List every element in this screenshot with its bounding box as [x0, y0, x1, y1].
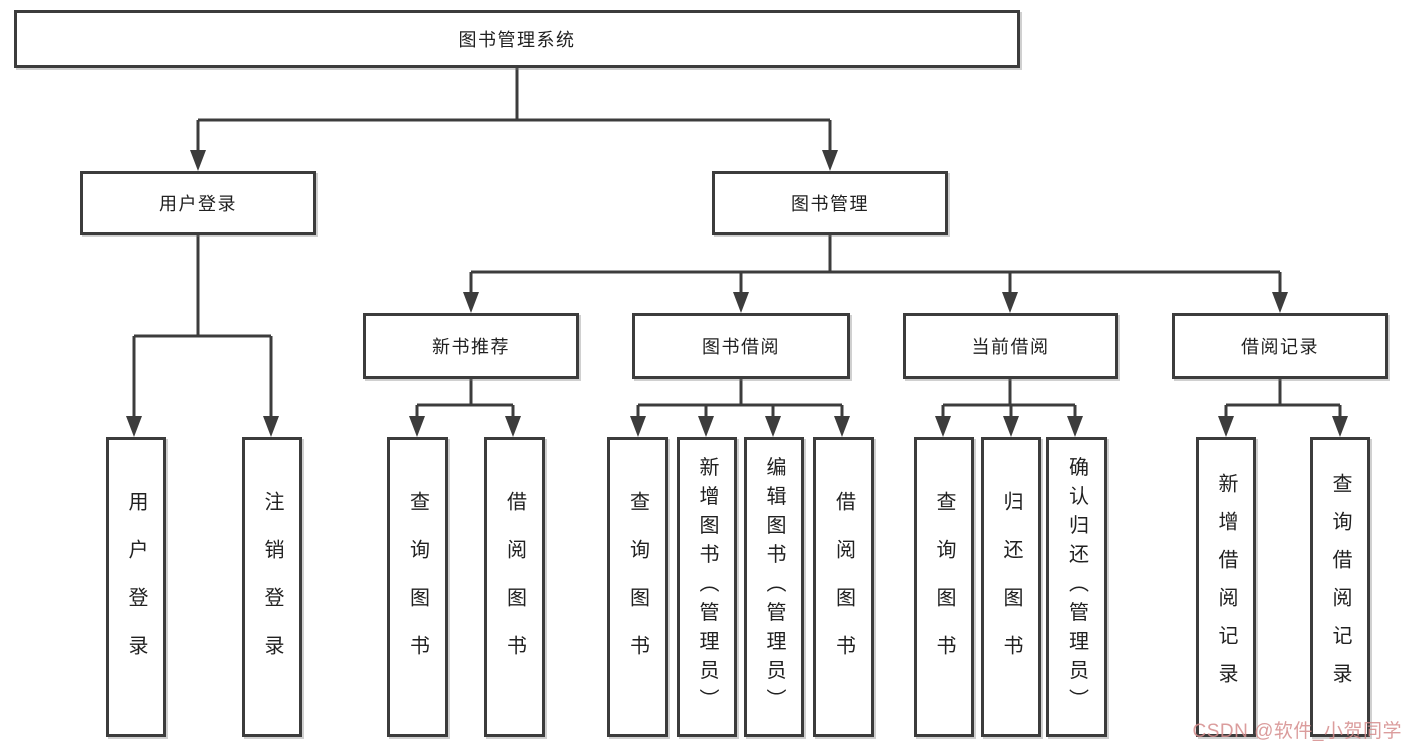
leaf-query-books-borrowing: 查询图书 — [607, 437, 668, 737]
node-book-management: 图书管理 — [712, 171, 948, 235]
leaf-add-book-admin: 新增图书（管理员） — [677, 437, 737, 737]
leaf-logout-label: 注销登录 — [261, 491, 283, 683]
leaf-borrow-books-recommend-label: 借阅图书 — [503, 491, 526, 683]
leaf-edit-book-admin-label: 编辑图书（管理员） — [763, 456, 785, 718]
leaf-query-books-current-label: 查询图书 — [933, 491, 955, 683]
leaf-logout: 注销登录 — [242, 437, 302, 737]
leaf-add-borrow-record: 新增借阅记录 — [1196, 437, 1256, 737]
node-user-login-label: 用户登录 — [159, 194, 237, 214]
node-book-borrowing-label: 图书借阅 — [702, 337, 780, 357]
leaf-query-books-recommend: 查询图书 — [387, 437, 448, 737]
leaf-return-book-label: 归还图书 — [1000, 491, 1022, 683]
leaf-query-borrow-record: 查询借阅记录 — [1310, 437, 1370, 737]
node-new-book-recommend-label: 新书推荐 — [432, 337, 510, 357]
leaf-query-books-current: 查询图书 — [914, 437, 974, 737]
node-new-book-recommend: 新书推荐 — [363, 313, 579, 379]
leaf-borrow-books-recommend: 借阅图书 — [484, 437, 545, 737]
node-root-label: 图书管理系统 — [458, 30, 576, 50]
node-borrowing-records-label: 借阅记录 — [1241, 337, 1319, 357]
leaf-borrow-books-borrowing: 借阅图书 — [813, 437, 874, 737]
watermark-text: CSDN @软件_小贺同学 — [1192, 721, 1402, 742]
node-root-system: 图书管理系统 — [14, 10, 1020, 68]
leaf-confirm-return-admin: 确认归还（管理员） — [1046, 437, 1107, 737]
leaf-user-login: 用户登录 — [106, 437, 166, 737]
node-book-management-label: 图书管理 — [791, 194, 869, 214]
node-current-borrowing-label: 当前借阅 — [971, 337, 1050, 357]
leaf-query-books-recommend-label: 查询图书 — [406, 491, 429, 683]
tree-edges — [132, 68, 1342, 419]
leaf-user-login-label: 用户登录 — [125, 491, 147, 683]
node-user-login: 用户登录 — [80, 171, 316, 235]
node-borrowing-records: 借阅记录 — [1172, 313, 1388, 379]
node-current-borrowing: 当前借阅 — [903, 313, 1118, 379]
leaf-add-book-admin-label: 新增图书（管理员） — [696, 456, 718, 718]
leaf-borrow-books-borrowing-label: 借阅图书 — [832, 491, 855, 683]
leaf-query-books-borrowing-label: 查询图书 — [626, 491, 649, 683]
node-book-borrowing: 图书借阅 — [632, 313, 850, 379]
leaf-query-borrow-record-label: 查询借阅记录 — [1329, 473, 1351, 701]
leaf-add-borrow-record-label: 新增借阅记录 — [1215, 473, 1237, 701]
leaf-confirm-return-admin-label: 确认归还（管理员） — [1065, 456, 1088, 718]
leaf-edit-book-admin: 编辑图书（管理员） — [744, 437, 804, 737]
arrow-heads — [126, 150, 1348, 437]
leaf-return-book: 归还图书 — [981, 437, 1041, 737]
